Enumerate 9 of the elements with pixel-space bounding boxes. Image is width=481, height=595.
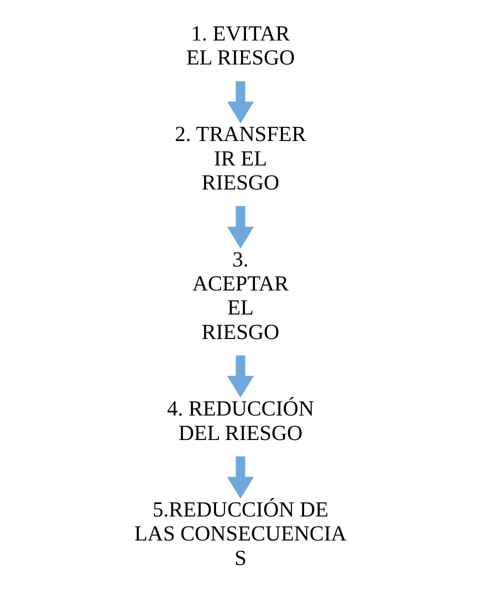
arrow (227, 355, 254, 398)
node-text: 2. TRANSFER IR EL RIESGO (174, 122, 306, 195)
node-text: 3. ACEPTAR EL RIESGO (192, 247, 289, 344)
arrow (227, 81, 254, 124)
node-text: 5.REDUCCIÓN DE LAS CONSECUENCIA S (134, 497, 347, 570)
node-text: 4. REDUCCIÓN DEL RIESGO (166, 396, 314, 445)
arrow (227, 206, 254, 249)
arrow (227, 456, 254, 499)
node-text: 1. EVITAR EL RIESGO (186, 21, 295, 70)
